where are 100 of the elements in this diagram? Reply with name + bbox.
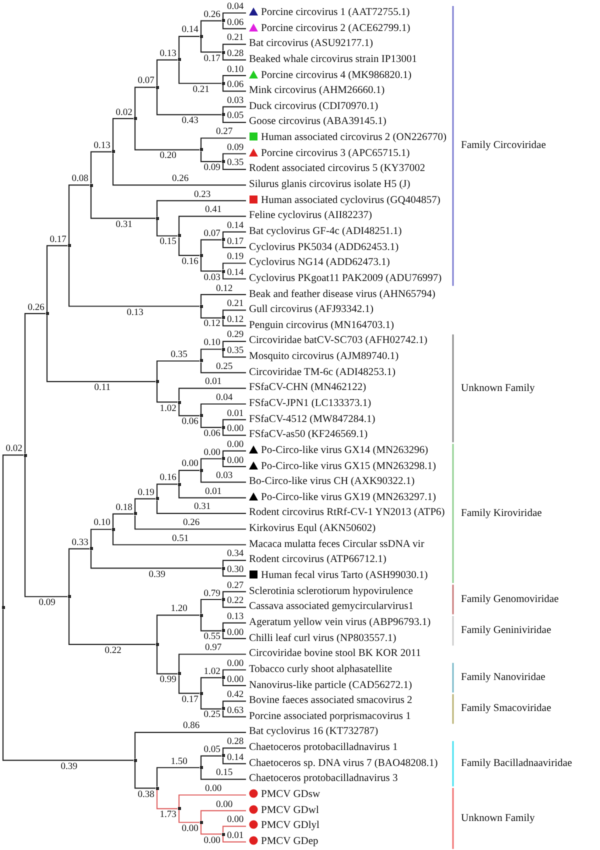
branch-length-label: 0.17 xyxy=(204,54,220,64)
branch-point xyxy=(134,512,136,516)
branch-length-label: 0.17 xyxy=(227,236,244,247)
tree-branch xyxy=(156,790,178,810)
tree-branch xyxy=(222,116,246,124)
taxon-name: Bovine faeces associated smacovirus 2 xyxy=(246,693,412,710)
branch-length-label: 0.02 xyxy=(116,108,132,118)
tree-branch xyxy=(200,616,222,632)
branch-length-label: 0.16 xyxy=(182,256,198,267)
branch-length-label: 0.01 xyxy=(227,408,244,419)
taxon-name: Ageratum yellow vein virus (ABP96793.1) xyxy=(246,614,431,631)
tree-branch xyxy=(156,500,246,514)
tree-branch xyxy=(222,106,246,114)
branch-length-label: 0.14 xyxy=(182,25,198,36)
branch-length-label: 0.43 xyxy=(182,116,198,126)
family-label: Family Geniniviridae xyxy=(461,624,552,638)
branch-point xyxy=(112,150,114,154)
tree-branch xyxy=(222,44,246,51)
family-label: Family Circoviridae xyxy=(461,139,546,152)
branch-length-label: 0.01 xyxy=(205,486,222,497)
tree-branch xyxy=(156,614,200,643)
branch-point xyxy=(24,454,26,457)
branch-point xyxy=(156,380,158,384)
branch-length-label: 0.99 xyxy=(160,675,176,686)
branch-length-label: 0.15 xyxy=(216,768,233,778)
branch-point xyxy=(46,312,48,316)
taxon-name: Circoviridae TM-6c (ADI48253.1) xyxy=(246,364,396,381)
branch-length-label: 0.00 xyxy=(227,424,244,434)
taxon-name: Circoviridae bovine stool BK KOR 2011 xyxy=(246,646,421,662)
tree-branch xyxy=(112,530,246,546)
tree-branch xyxy=(222,54,246,60)
branch-length-label: 1.20 xyxy=(170,604,188,614)
tree-branch xyxy=(200,256,222,272)
branch-length-label: 0.29 xyxy=(227,330,244,340)
taxon-name: Rodent circovirus RtRf-CV-1 YN2013 (ATP6) xyxy=(246,505,445,522)
tree-branch xyxy=(156,360,200,380)
tree-branch xyxy=(134,120,200,150)
tree-branch xyxy=(200,472,246,483)
branch-point xyxy=(200,148,202,152)
tree-branch xyxy=(222,310,246,316)
branch-length-label: 0.10 xyxy=(227,64,244,75)
tree-branch xyxy=(200,239,222,254)
tree-branch xyxy=(200,677,222,692)
branch-length-label: 0.09 xyxy=(227,142,244,153)
taxon-name: PMCV GDep xyxy=(261,836,318,847)
branch-length-label: 0.42 xyxy=(227,690,244,700)
branch-point xyxy=(178,482,180,486)
branch-length-label: 0.25 xyxy=(204,710,220,720)
branch-point xyxy=(156,86,158,89)
branch-point xyxy=(2,606,4,610)
tree-branch xyxy=(222,632,246,640)
branch-length-label: 0.35 xyxy=(227,158,244,168)
taxon-name: Mink circovirus (AHM26660.1) xyxy=(246,83,385,100)
branch-length-label: 0.79 xyxy=(204,588,220,598)
taxon-name: Penguin circovirus (MN164703.1) xyxy=(246,318,394,334)
tree-branch xyxy=(90,186,156,219)
branch-length-label: 0.14 xyxy=(227,268,244,278)
tree-branch xyxy=(200,294,246,305)
branch-length-label: 0.06 xyxy=(227,80,244,90)
branch-point xyxy=(222,82,224,85)
taxon-name: Cyclovirus PKgoat11 PAK2009 (ADU76997) xyxy=(246,270,442,287)
tree-branch xyxy=(200,138,246,148)
branch-length-label: 0.01 xyxy=(205,377,222,388)
taxon-name: Rodent associated circovirus 5 (KY37002 xyxy=(246,161,426,178)
tree-branch xyxy=(200,694,222,710)
tree-branch xyxy=(222,450,246,458)
tree-branch xyxy=(222,163,246,170)
branch-point xyxy=(200,304,202,308)
branch-length-label: 0.14 xyxy=(227,752,244,763)
branch-length-label: 1.02 xyxy=(160,404,176,414)
branch-point xyxy=(68,244,70,248)
taxon-name: Rodent circovirus (ATP66712.1) xyxy=(246,552,386,568)
taxon-name: Human associated cyclovirus (GQ404857) xyxy=(261,194,440,206)
branch-length-label: 0.00 xyxy=(204,836,220,846)
family-label: Family Bacilladnaaviridae xyxy=(461,757,572,770)
branch-length-label: 0.26 xyxy=(28,302,44,313)
branch-point xyxy=(222,160,224,164)
taxon-name: Bat cyclovirus 16 (KT732787) xyxy=(246,724,378,740)
taxon-name: Goose circovirus (ABA39145.1) xyxy=(246,114,386,130)
branch-length-label: 0.38 xyxy=(138,790,154,800)
tree-branch xyxy=(134,732,246,759)
taxon-name: Sclerotinia sclerotiorum hypovirulence xyxy=(246,584,413,600)
tree-branch xyxy=(156,220,178,236)
tree-branch xyxy=(156,383,178,403)
branch-length-label: 0.06 xyxy=(227,18,244,28)
branch-length-label: 0.34 xyxy=(227,549,244,560)
taxon-name: Po-Circo-like virus GX15 (MN263298.1) xyxy=(261,460,436,472)
branch-point xyxy=(178,672,180,676)
tree-branch xyxy=(222,826,246,833)
family-label: Family Kiroviridae xyxy=(461,506,542,520)
branch-length-label: 0.26 xyxy=(183,518,200,528)
branch-length-label: 0.11 xyxy=(94,383,111,394)
branch-length-label: 0.28 xyxy=(227,48,244,59)
branch-length-label: 1.73 xyxy=(160,810,176,820)
branch-length-label: 0.04 xyxy=(216,393,233,403)
branch-length-label: 1.02 xyxy=(204,666,220,677)
branch-point xyxy=(178,234,180,238)
branch-length-label: 0.15 xyxy=(160,237,176,248)
tree-branch xyxy=(200,20,222,35)
tree-branch xyxy=(178,237,200,256)
